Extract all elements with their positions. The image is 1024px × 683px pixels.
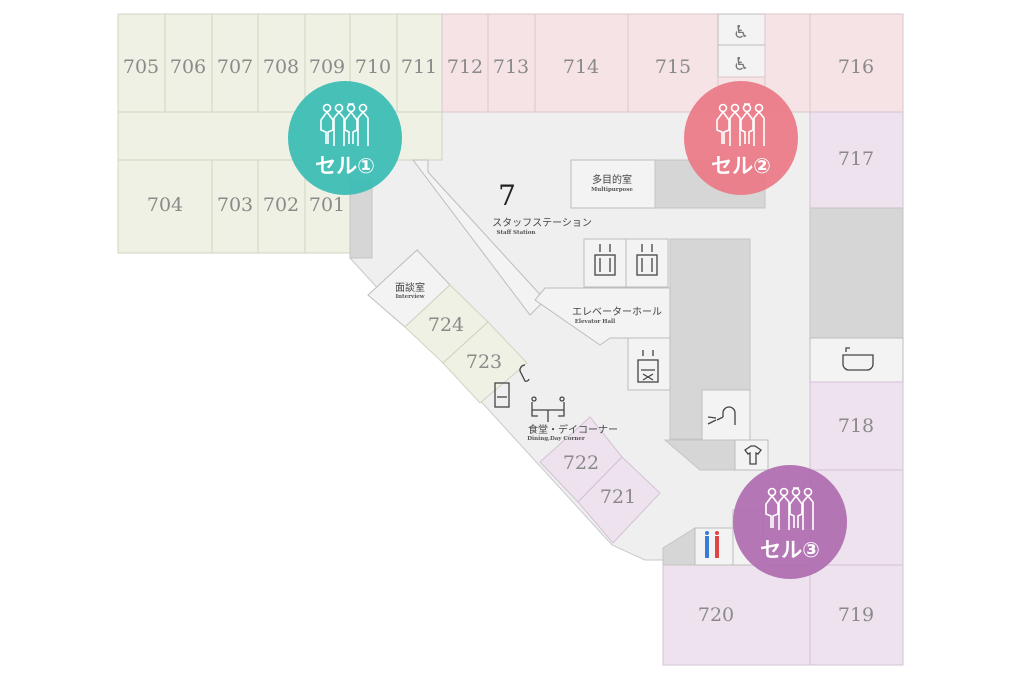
cell-2-circle <box>684 81 798 195</box>
room-number: 706 <box>170 56 206 78</box>
room-713[interactable] <box>487 13 536 113</box>
floor-number: 7 <box>498 179 516 212</box>
room-number: 715 <box>655 56 691 78</box>
room-number: 719 <box>838 604 874 626</box>
bed-elevator <box>627 337 671 391</box>
room-number: 701 <box>309 194 345 216</box>
room-number: 717 <box>838 148 874 170</box>
dining-table-icon <box>531 396 565 422</box>
cell-1-circle <box>288 81 402 195</box>
dining-label: 食堂・デイコーナー <box>528 423 618 436</box>
stretcher-elevator-icon <box>637 350 659 383</box>
staff-station-label: スタッフステーション <box>492 217 592 229</box>
room-number: 721 <box>600 486 636 508</box>
room-number: 720 <box>698 604 734 626</box>
cell-2-badge: セル② <box>684 81 798 195</box>
room-number: 708 <box>263 56 299 78</box>
room-707[interactable] <box>211 13 259 113</box>
phone-icon <box>519 364 530 382</box>
wheelchair-icon: ♿ <box>733 54 749 75</box>
room-number: 722 <box>563 452 599 474</box>
room-712[interactable] <box>441 13 489 113</box>
cell-3-circle <box>733 465 847 579</box>
room-number: 709 <box>309 56 345 78</box>
restroom-icon <box>705 531 719 558</box>
room-number: 705 <box>123 56 159 78</box>
wheelchair-icon: ♿ <box>733 22 749 43</box>
accessible-toilet-2 <box>717 44 766 78</box>
elevator-hall-label: エレベーターホール <box>572 306 662 318</box>
wall-block <box>809 207 904 339</box>
room-number: 712 <box>447 56 483 78</box>
wing-cell-2: ♿ ♿ <box>441 13 904 113</box>
room-number: 710 <box>355 56 391 78</box>
multipurpose-label: 多目的室 <box>592 173 632 186</box>
room-number: 723 <box>466 351 502 373</box>
laundry-shirt-icon <box>744 445 762 465</box>
room-number: 724 <box>428 314 464 336</box>
room-704[interactable] <box>117 159 213 254</box>
room-multipurpose[interactable] <box>570 159 656 209</box>
cell-3-badge: セル③ <box>733 465 847 579</box>
interview-label: 面談室 <box>395 281 425 294</box>
room-718[interactable] <box>809 381 904 471</box>
room-number: 704 <box>147 194 183 216</box>
room-711[interactable] <box>396 13 443 113</box>
room-number: 711 <box>401 56 437 78</box>
room-720[interactable] <box>662 564 811 666</box>
room-714[interactable] <box>534 13 629 113</box>
elevator-2 <box>625 238 669 288</box>
accessible-toilet-1 <box>717 13 766 46</box>
room-number: 707 <box>217 56 253 78</box>
shower-room <box>701 389 751 441</box>
cell-1-badge: セル① <box>288 81 402 195</box>
multipurpose-label-en: Multipurpose <box>591 187 633 193</box>
room-number: 713 <box>493 56 529 78</box>
vending-machine-icon <box>494 382 510 408</box>
elevator-icon <box>594 244 616 276</box>
room-723[interactable] <box>442 321 528 404</box>
restroom <box>694 527 734 566</box>
bathtub-icon <box>842 347 874 371</box>
room-721[interactable] <box>577 456 661 544</box>
cell-2-label: セル② <box>711 154 771 178</box>
inner-wall <box>411 159 546 316</box>
wing-cell-3 <box>662 111 904 666</box>
dining-label-en: Dining,Day Corner <box>527 436 585 442</box>
elevator-icon <box>636 244 658 276</box>
laundry <box>734 439 769 471</box>
room-717[interactable] <box>809 111 904 209</box>
interview-label-en: Interview <box>395 294 424 300</box>
cell-1-label: セル① <box>315 154 375 178</box>
bathroom <box>809 337 904 383</box>
shower-icon <box>707 406 736 425</box>
room-number: 702 <box>263 194 299 216</box>
staff-station-label-en: Staff Station <box>497 230 536 236</box>
room-719[interactable] <box>809 564 904 666</box>
room-716[interactable] <box>809 13 904 113</box>
cell-3-label: セル③ <box>760 538 820 562</box>
room-number: 718 <box>838 415 874 437</box>
room-number: 703 <box>217 194 253 216</box>
room-number: 714 <box>563 56 599 78</box>
room-number: 716 <box>838 56 874 78</box>
elevator-hall-label-en: Elevator Hall <box>575 319 616 325</box>
elevator-1 <box>583 238 627 288</box>
room-706[interactable] <box>164 13 213 113</box>
room-702[interactable] <box>257 159 306 254</box>
